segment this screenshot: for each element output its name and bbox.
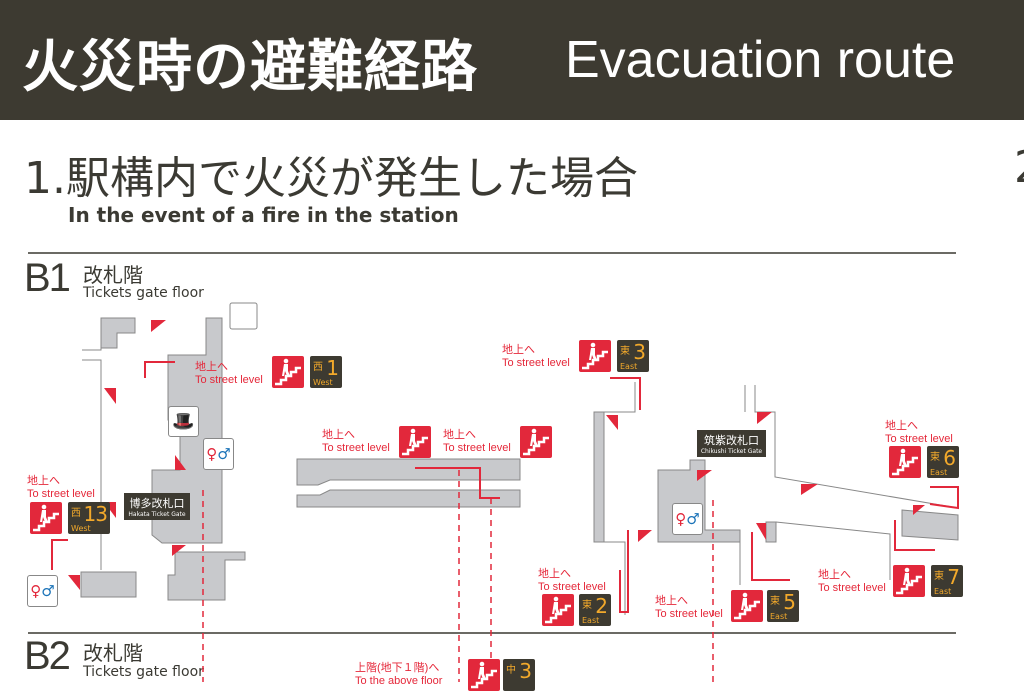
stairs-up-icon [542, 594, 574, 626]
floor-name-en: Tickets gate floor [83, 664, 204, 680]
section-title-text: 駅構内で火災が発生した場合 [65, 153, 638, 204]
route-arrow [415, 467, 500, 499]
stairs-up-icon [579, 340, 611, 372]
divider [28, 252, 956, 254]
stairs-up-icon [893, 565, 925, 597]
restroom-icon: ♀♂ [672, 503, 703, 535]
divider [28, 632, 956, 634]
header-bar: 火災時の避難経路 Evacuation route [0, 0, 1024, 120]
route-arrow [610, 377, 641, 410]
route-arrow [619, 530, 629, 613]
route-arrow [51, 539, 68, 570]
stairs-up-icon [30, 502, 62, 534]
section-title: 1.駅構内で火災が発生した場合 [24, 142, 638, 206]
stairs-pictogram [896, 567, 922, 595]
stairs-up-icon [272, 356, 304, 388]
floor-name-jp: 改札階 [83, 641, 143, 665]
stairs-pictogram [471, 661, 497, 689]
floor-area [100, 317, 136, 349]
stairs-pictogram [892, 448, 918, 476]
stairs-pictogram [523, 428, 549, 456]
stairs-up-icon [399, 426, 431, 458]
floor-level-b1: B1 [24, 256, 71, 300]
next-section-number: 2 [1014, 142, 1024, 193]
route-arrow [751, 532, 790, 581]
stairs-pictogram [275, 358, 301, 386]
route-arrow [894, 520, 935, 551]
route-arrow [929, 486, 959, 510]
stairs-pictogram [33, 504, 59, 532]
floor-area [765, 521, 777, 543]
stairs-up-icon [520, 426, 552, 458]
floor-name-en: Tickets gate floor [83, 285, 204, 301]
stairs-pictogram [582, 342, 608, 370]
stairs-up-icon [889, 446, 921, 478]
title-japanese: 火災時の避難経路 [22, 35, 478, 100]
route-arrow [144, 361, 175, 378]
section-number: 1. [24, 153, 66, 204]
fire-extinguisher-markers [68, 320, 925, 590]
section-subtitle: In the event of a fire in the station [68, 203, 459, 227]
stairs-pictogram [402, 428, 428, 456]
restroom-icon: ♀♂ [27, 575, 58, 607]
floor-name-jp: 改札階 [83, 263, 143, 287]
floor-area [593, 411, 605, 543]
stairs-pictogram [734, 592, 760, 620]
restroom-icon: ♀♂ [203, 438, 234, 470]
station-staff-cap-icon: 🎩 [168, 406, 199, 437]
floor-area [167, 551, 246, 601]
floor-area [901, 509, 959, 541]
floor-level-b2: B2 [24, 634, 71, 678]
stairs-pictogram [545, 596, 571, 624]
floor-area [296, 458, 521, 486]
floor-area [80, 571, 137, 598]
stairs-up-icon [468, 659, 500, 691]
stairs-up-icon [731, 590, 763, 622]
title-english: Evacuation route [565, 31, 956, 89]
floor-area [296, 489, 521, 508]
